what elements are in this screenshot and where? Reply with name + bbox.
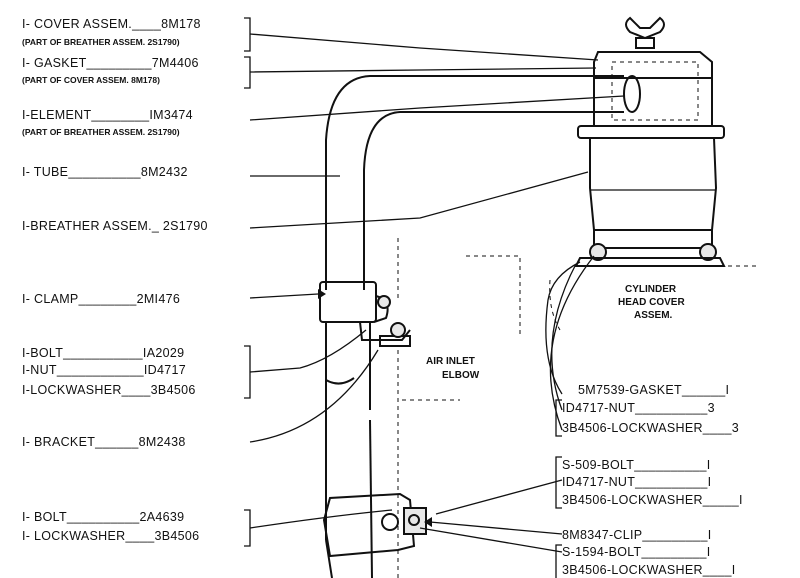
right-callouts: 5M7539-GASKET______I ID4717-NUT_________… bbox=[562, 383, 743, 577]
label-tube: I- TUBE__________8M2432 bbox=[22, 165, 188, 179]
label-clip: 8M8347-CLIP_________I bbox=[562, 528, 711, 542]
clamp-bolt-icon bbox=[377, 295, 391, 309]
tube-drawing bbox=[319, 75, 624, 578]
label-element: I-ELEMENT________IM3474 bbox=[22, 108, 193, 122]
label-bolt-s509: S-509-BOLT__________I bbox=[562, 458, 711, 472]
element-hidden-outline bbox=[611, 61, 699, 121]
breather-base bbox=[593, 229, 713, 249]
label-gasket-5m7539: 5M7539-GASKET______I bbox=[578, 383, 729, 397]
label-bolt-2: I- BOLT__________2A4639 bbox=[22, 510, 184, 524]
outlet-nipple bbox=[623, 75, 641, 113]
bracket-bolt-icon bbox=[390, 322, 406, 338]
label-nut-3: ID4717-NUT__________3 bbox=[562, 401, 715, 415]
left-brackets bbox=[244, 17, 251, 547]
caption-cylinder-1: CYLINDER bbox=[625, 284, 677, 295]
label-cover-assem: I- COVER ASSEM.____8M178 bbox=[22, 17, 201, 31]
caption-air-inlet-2: ELBOW bbox=[442, 370, 480, 381]
label-bolt-s1594: S-1594-BOLT_________I bbox=[562, 545, 711, 559]
label-gasket: I- GASKET_________7M4406 bbox=[22, 56, 199, 70]
note-cover-assem: (PART OF BREATHER ASSEM. 2S1790) bbox=[22, 37, 180, 47]
tube-outer-wall bbox=[325, 75, 624, 290]
caption-cylinder-2: HEAD COVER bbox=[618, 297, 685, 308]
leader-lines bbox=[249, 33, 625, 553]
label-lockwasher-3: 3B4506-LOCKWASHER____3 bbox=[562, 421, 739, 435]
label-nut-1: I-NUT____________ID4717 bbox=[22, 363, 186, 377]
label-lockwasher-1: I-LOCKWASHER____3B4506 bbox=[22, 383, 196, 397]
label-bracket: I- BRACKET______8M2438 bbox=[22, 435, 186, 449]
label-lockwasher-4: 3B4506-LOCKWASHER_____I bbox=[562, 493, 743, 507]
label-nut-single: ID4717-NUT__________I bbox=[562, 475, 711, 489]
captions: CYLINDER HEAD COVER ASSEM. AIR INLET ELB… bbox=[426, 284, 685, 381]
cover-flange bbox=[577, 125, 725, 139]
lower-bracket bbox=[322, 492, 416, 558]
left-callouts: I- COVER ASSEM.____8M178 (PART OF BREATH… bbox=[22, 17, 208, 543]
clamp-body bbox=[319, 281, 377, 323]
wing-nut-icon bbox=[625, 16, 665, 40]
base-nut-right-icon bbox=[699, 243, 717, 261]
air-inlet-elbow-outline bbox=[397, 238, 521, 578]
caption-air-inlet-1: AIR INLET bbox=[426, 356, 475, 367]
note-gasket: (PART OF COVER ASSEM. 8M178) bbox=[22, 75, 160, 85]
label-breather-assem: I-BREATHER ASSEM._ 2S1790 bbox=[22, 219, 208, 233]
tube-inner-wall bbox=[363, 111, 624, 290]
breather-assembly-drawing bbox=[519, 16, 760, 336]
label-lockwasher-5: 3B4506-LOCKWASHER____I bbox=[562, 563, 736, 577]
label-bolt-1: I-BOLT___________IA2029 bbox=[22, 346, 184, 360]
label-lockwasher-2: I- LOCKWASHER____3B4506 bbox=[22, 529, 199, 543]
label-clamp: I- CLAMP________2MI476 bbox=[22, 292, 180, 306]
caption-cylinder-3: ASSEM. bbox=[634, 310, 673, 321]
note-element: (PART OF BREATHER ASSEM. 2S1790) bbox=[22, 127, 180, 137]
breather-body bbox=[589, 137, 718, 231]
wing-nut-stem bbox=[635, 37, 655, 49]
